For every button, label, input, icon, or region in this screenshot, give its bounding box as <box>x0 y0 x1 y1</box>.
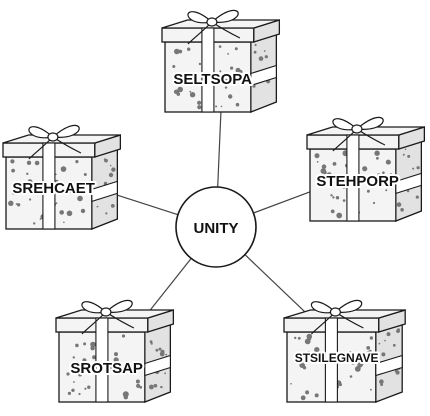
ribbon-vertical-top <box>201 27 215 113</box>
connector-line-bottom-right <box>244 254 313 320</box>
gift-lid-top-left <box>2 134 121 144</box>
ribbon-vertical-right <box>346 134 360 222</box>
ribbon-side-top <box>250 64 277 87</box>
bow-top <box>187 9 241 45</box>
gift-box-right: STEHPORP <box>306 116 426 222</box>
gift-label-right: STEHPORP <box>316 173 399 190</box>
ribbon-vertical-bottom-left <box>95 317 109 403</box>
gift-label-bottom-right: STSILEGNAVE <box>295 351 379 365</box>
gift-lid-top-bottom-left <box>55 309 174 319</box>
connector-line-left <box>109 192 179 216</box>
bow-left <box>28 124 82 160</box>
bow-bottom-right <box>310 299 364 335</box>
ribbon-vertical-left <box>42 142 56 230</box>
ribbon-vertical-bottom-right <box>324 317 338 403</box>
gift-label-left: SREHCAET <box>12 180 95 197</box>
gift-box-top: SELTSOPA <box>161 9 281 113</box>
bow-bottom-left <box>81 299 135 335</box>
gift-boxes: SELTSOPA SREHCAET STEHPORP SROTSAP STSILEGNA… <box>2 9 426 403</box>
gift-box-left: SREHCAET <box>2 124 122 230</box>
connector-line-bottom-left <box>146 258 192 315</box>
connector-lines <box>109 109 324 320</box>
connector-line-top <box>217 109 222 188</box>
center-label: UNITY <box>194 220 239 237</box>
ribbon-side-right <box>395 172 422 195</box>
center-node: UNITY <box>175 186 257 268</box>
gift-dots-bottom-left <box>66 334 168 400</box>
ribbon-side-left <box>91 180 118 203</box>
gift-lid-top-bottom-right <box>283 309 406 319</box>
gift-dots-bottom-right <box>290 328 401 401</box>
gift-lid-top-right <box>306 126 425 136</box>
gift-lid-top-top <box>161 19 280 29</box>
gift-label-bottom-left: SROTSAP <box>70 360 143 377</box>
ribbon-side-bottom-left <box>144 354 171 377</box>
bow-right <box>332 116 386 152</box>
center-circle <box>175 186 257 268</box>
gift-box-bottom-right: STSILEGNAVE <box>283 299 406 403</box>
gift-box-bottom-left: SROTSAP <box>55 299 175 403</box>
ribbon-side-bottom-right <box>375 354 403 377</box>
gift-label-top: SELTSOPA <box>173 71 252 88</box>
